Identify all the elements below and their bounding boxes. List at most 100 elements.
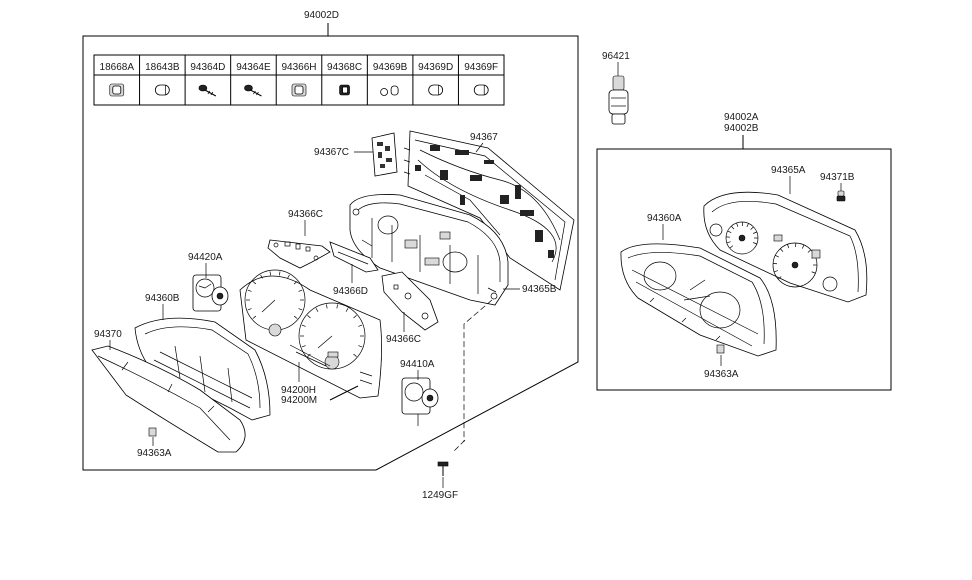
dial-tick (260, 274, 263, 279)
label-94410A[interactable]: 94410A (400, 359, 435, 370)
kit-part-label-18668A[interactable]: 18668A (100, 62, 135, 73)
speed-sensor (608, 75, 629, 125)
dial-tick (746, 223, 749, 228)
screw-1249GF (437, 461, 449, 476)
dial-tick (252, 315, 257, 319)
screw-icon (198, 84, 217, 97)
dial-tick (777, 276, 782, 280)
dial-tick (811, 271, 816, 274)
bulb-cap-icon (473, 84, 489, 96)
main-assembly-frame: 94002D (82, 10, 579, 471)
dial-tick (315, 308, 319, 312)
bulb-cap-icon (154, 84, 170, 96)
kit-part-label-94369F[interactable]: 94369F (464, 62, 498, 73)
right-assembly-frame (596, 135, 892, 391)
dial-tick (301, 324, 306, 327)
bulb-socket-small-icon (339, 84, 350, 96)
dial-tick (353, 353, 357, 357)
clear-lens-cover (91, 345, 246, 453)
label-1249GF[interactable]: 1249GF (422, 490, 458, 501)
dial-tick (750, 226, 754, 230)
dial-tick (301, 345, 306, 348)
dial-tick (252, 281, 257, 285)
kit-part-label-94364D[interactable]: 94364D (190, 62, 225, 73)
label-94367[interactable]: 94367 (470, 132, 498, 143)
dial-tick (278, 271, 281, 276)
label-94365A[interactable]: 94365A (771, 165, 806, 176)
rear-housing (349, 194, 509, 306)
indicator-plate-bottom (381, 271, 439, 331)
screw-icon (244, 84, 262, 97)
dial-tick (293, 281, 298, 285)
dial-tick (298, 308, 303, 311)
small-circuit-board (371, 132, 398, 177)
dial-tick (247, 289, 252, 292)
dial-tick (787, 244, 790, 249)
label-94420A[interactable]: 94420A (188, 252, 223, 263)
dial-tick (293, 315, 298, 319)
dial-tick (775, 255, 779, 258)
label-94365B[interactable]: 94365B (522, 284, 557, 295)
dial-tick (269, 271, 272, 276)
dial-tick (780, 248, 784, 252)
printed-circuit-board (403, 130, 575, 291)
label-94366D[interactable]: 94366D (333, 286, 368, 297)
label-94360A[interactable]: 94360A (647, 213, 682, 224)
bulb-94371B (836, 190, 846, 202)
dial-tick (731, 225, 735, 230)
bulb-socket-icon (109, 83, 125, 97)
bulb-cap-icon (428, 84, 444, 96)
kit-part-label-18643B[interactable]: 18643B (145, 62, 180, 73)
label-94360B[interactable]: 94360B (145, 293, 180, 304)
dial-tick (287, 274, 290, 279)
label-94002D[interactable]: 94002D (304, 10, 339, 21)
label-94200H[interactable]: 94200H (281, 385, 316, 396)
dial-tick (358, 324, 363, 327)
kit-parts-table: 18668A 18643B 94364D 94364E 94366H 94368C 9436… (93, 54, 505, 106)
label-94366C-top[interactable]: 94366C (288, 209, 323, 220)
dial-tick (247, 308, 252, 311)
dial-tick (353, 315, 357, 319)
kit-part-label-94368C[interactable]: 94368C (327, 62, 362, 73)
bulb-socket-icon (291, 83, 307, 97)
window-frame (134, 317, 271, 421)
label-94363A-left[interactable]: 94363A (137, 448, 172, 459)
clip-right (716, 344, 725, 354)
label-94367C[interactable]: 94367C (314, 147, 349, 158)
bulb-small-icon (380, 85, 399, 96)
kit-part-label-94369B[interactable]: 94369B (373, 62, 408, 73)
label-94363A-right[interactable]: 94363A (704, 369, 739, 380)
cluster-assembled (703, 191, 868, 303)
label-94002B[interactable]: 94002B (724, 123, 759, 134)
gasket-strip (329, 241, 379, 273)
bezel-assembled (620, 243, 777, 357)
dial-tick (336, 304, 338, 309)
indicator-plate-top (267, 239, 331, 269)
dial-tick (752, 231, 757, 234)
dial-tick (802, 244, 805, 249)
dial-tick (726, 241, 731, 244)
dial-face-plate (239, 269, 382, 401)
dial-tick (773, 270, 778, 273)
dial-tick (345, 308, 349, 312)
label-94200M[interactable]: 94200M (281, 395, 317, 406)
dial-tick (298, 289, 303, 292)
dial-tick (358, 345, 363, 348)
kit-part-label-94364E[interactable]: 94364E (236, 62, 271, 73)
gauge-module-upper (192, 274, 229, 312)
clip-left (148, 427, 157, 437)
dial-tick (736, 222, 739, 227)
dial-tick (807, 249, 812, 253)
kit-part-label-94366H[interactable]: 94366H (281, 62, 316, 73)
dial-tick (727, 230, 732, 234)
label-94366C-bottom[interactable]: 94366C (386, 334, 421, 345)
label-94371B[interactable]: 94371B (820, 172, 855, 183)
label-94370[interactable]: 94370 (94, 329, 122, 340)
label-94002A[interactable]: 94002A (724, 112, 759, 123)
kit-part-label-94369D[interactable]: 94369D (418, 62, 453, 73)
dial-tick (752, 242, 757, 245)
dial-tick (307, 315, 311, 319)
gauge-module-lower (401, 377, 439, 426)
label-96421[interactable]: 96421 (602, 51, 630, 62)
